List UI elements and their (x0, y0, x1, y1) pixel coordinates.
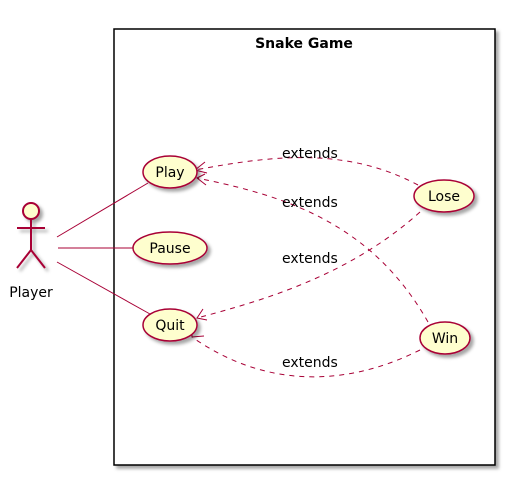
usecase-play-label: Play (155, 165, 184, 181)
actor-player[interactable]: Player (9, 202, 53, 301)
usecase-play[interactable]: Play (142, 155, 198, 189)
usecase-quit-label: Quit (155, 318, 185, 334)
arrowhead-lose-quit (196, 308, 208, 321)
extends-win-play-line (196, 177, 429, 323)
extends-lose-play-line (194, 157, 419, 186)
extends-lose-quit-line (196, 211, 421, 319)
usecase-win-label: Win (432, 331, 458, 347)
arrowhead-win-play (196, 173, 207, 186)
usecase-lose-label: Lose (428, 189, 460, 205)
actor-label: Player (9, 285, 53, 301)
association-quit (56, 261, 151, 315)
label-win-play: extends (282, 195, 338, 211)
stick-figure-icon (16, 202, 46, 269)
usecase-quit[interactable]: Quit (142, 308, 198, 342)
system-title: Snake Game (255, 36, 353, 52)
label-lose-quit: extends (282, 251, 338, 267)
usecase-pause-label: Pause (149, 241, 190, 257)
extends-win-quit-line (191, 336, 421, 378)
label-win-quit: extends (282, 355, 338, 371)
usecase-pause[interactable]: Pause (132, 231, 208, 265)
usecase-lose[interactable]: Lose (413, 179, 475, 213)
association-play (56, 182, 149, 238)
usecase-win[interactable]: Win (419, 321, 471, 355)
label-lose-play: extends (282, 146, 338, 162)
